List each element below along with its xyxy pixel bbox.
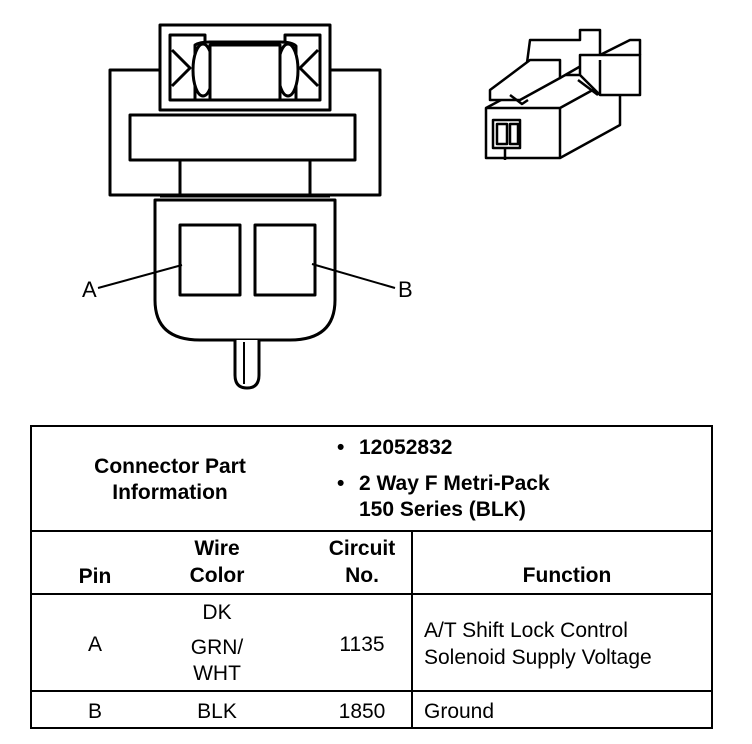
pin-a-callout-label: A xyxy=(82,277,97,302)
row-a-function-line2: Solenoid Supply Voltage xyxy=(424,646,652,669)
pin-a-leader xyxy=(97,264,183,289)
row-a-wire-line2: GRN/ xyxy=(190,636,244,659)
row-a-wire-line3: WHT xyxy=(193,662,241,685)
header-function: Function xyxy=(522,564,612,587)
part-number-item: • 12052832 xyxy=(337,436,453,459)
connector-front-view xyxy=(108,23,382,390)
connector-type-item: • 2 Way F Metri-Pack xyxy=(337,472,550,495)
pin-b-cavity xyxy=(253,223,317,297)
row-b-circuit: 1850 xyxy=(338,700,386,723)
column-divider xyxy=(411,530,413,727)
row-a-circuit: 1135 xyxy=(339,633,385,656)
connector-isometric-view xyxy=(484,28,642,160)
table-divider xyxy=(32,690,711,692)
part-number: 12052832 xyxy=(359,436,453,459)
part-info-label-line1: Connector Part xyxy=(94,455,246,478)
pin-b-callout-label: B xyxy=(398,277,413,302)
row-a-wire-line1: DK xyxy=(202,601,232,624)
header-circuit-line2: No. xyxy=(345,564,379,587)
row-b-function: Ground xyxy=(424,700,495,723)
header-wire-color-line2: Color xyxy=(189,564,245,587)
row-b-pin: B xyxy=(87,700,102,723)
pin-a-cavity xyxy=(178,223,242,297)
connector-info-table: Connector Part Information • 12052832 • … xyxy=(30,425,713,729)
row-b-wire: BLK xyxy=(197,700,237,723)
table-divider xyxy=(32,593,711,595)
pin-b-leader xyxy=(311,263,396,289)
row-a-pin: A xyxy=(87,633,102,656)
table-divider xyxy=(32,530,711,532)
connector-drawing xyxy=(97,23,642,390)
part-info-label-line2: Information xyxy=(112,481,228,504)
connector-type-line1: 2 Way F Metri-Pack xyxy=(359,472,550,495)
header-circuit-line1: Circuit xyxy=(328,537,396,560)
connector-type-line2: 150 Series (BLK) xyxy=(359,498,526,521)
header-pin: Pin xyxy=(78,565,112,588)
header-wire-color-line1: Wire xyxy=(194,537,240,560)
row-a-function-line1: A/T Shift Lock Control xyxy=(424,619,628,642)
